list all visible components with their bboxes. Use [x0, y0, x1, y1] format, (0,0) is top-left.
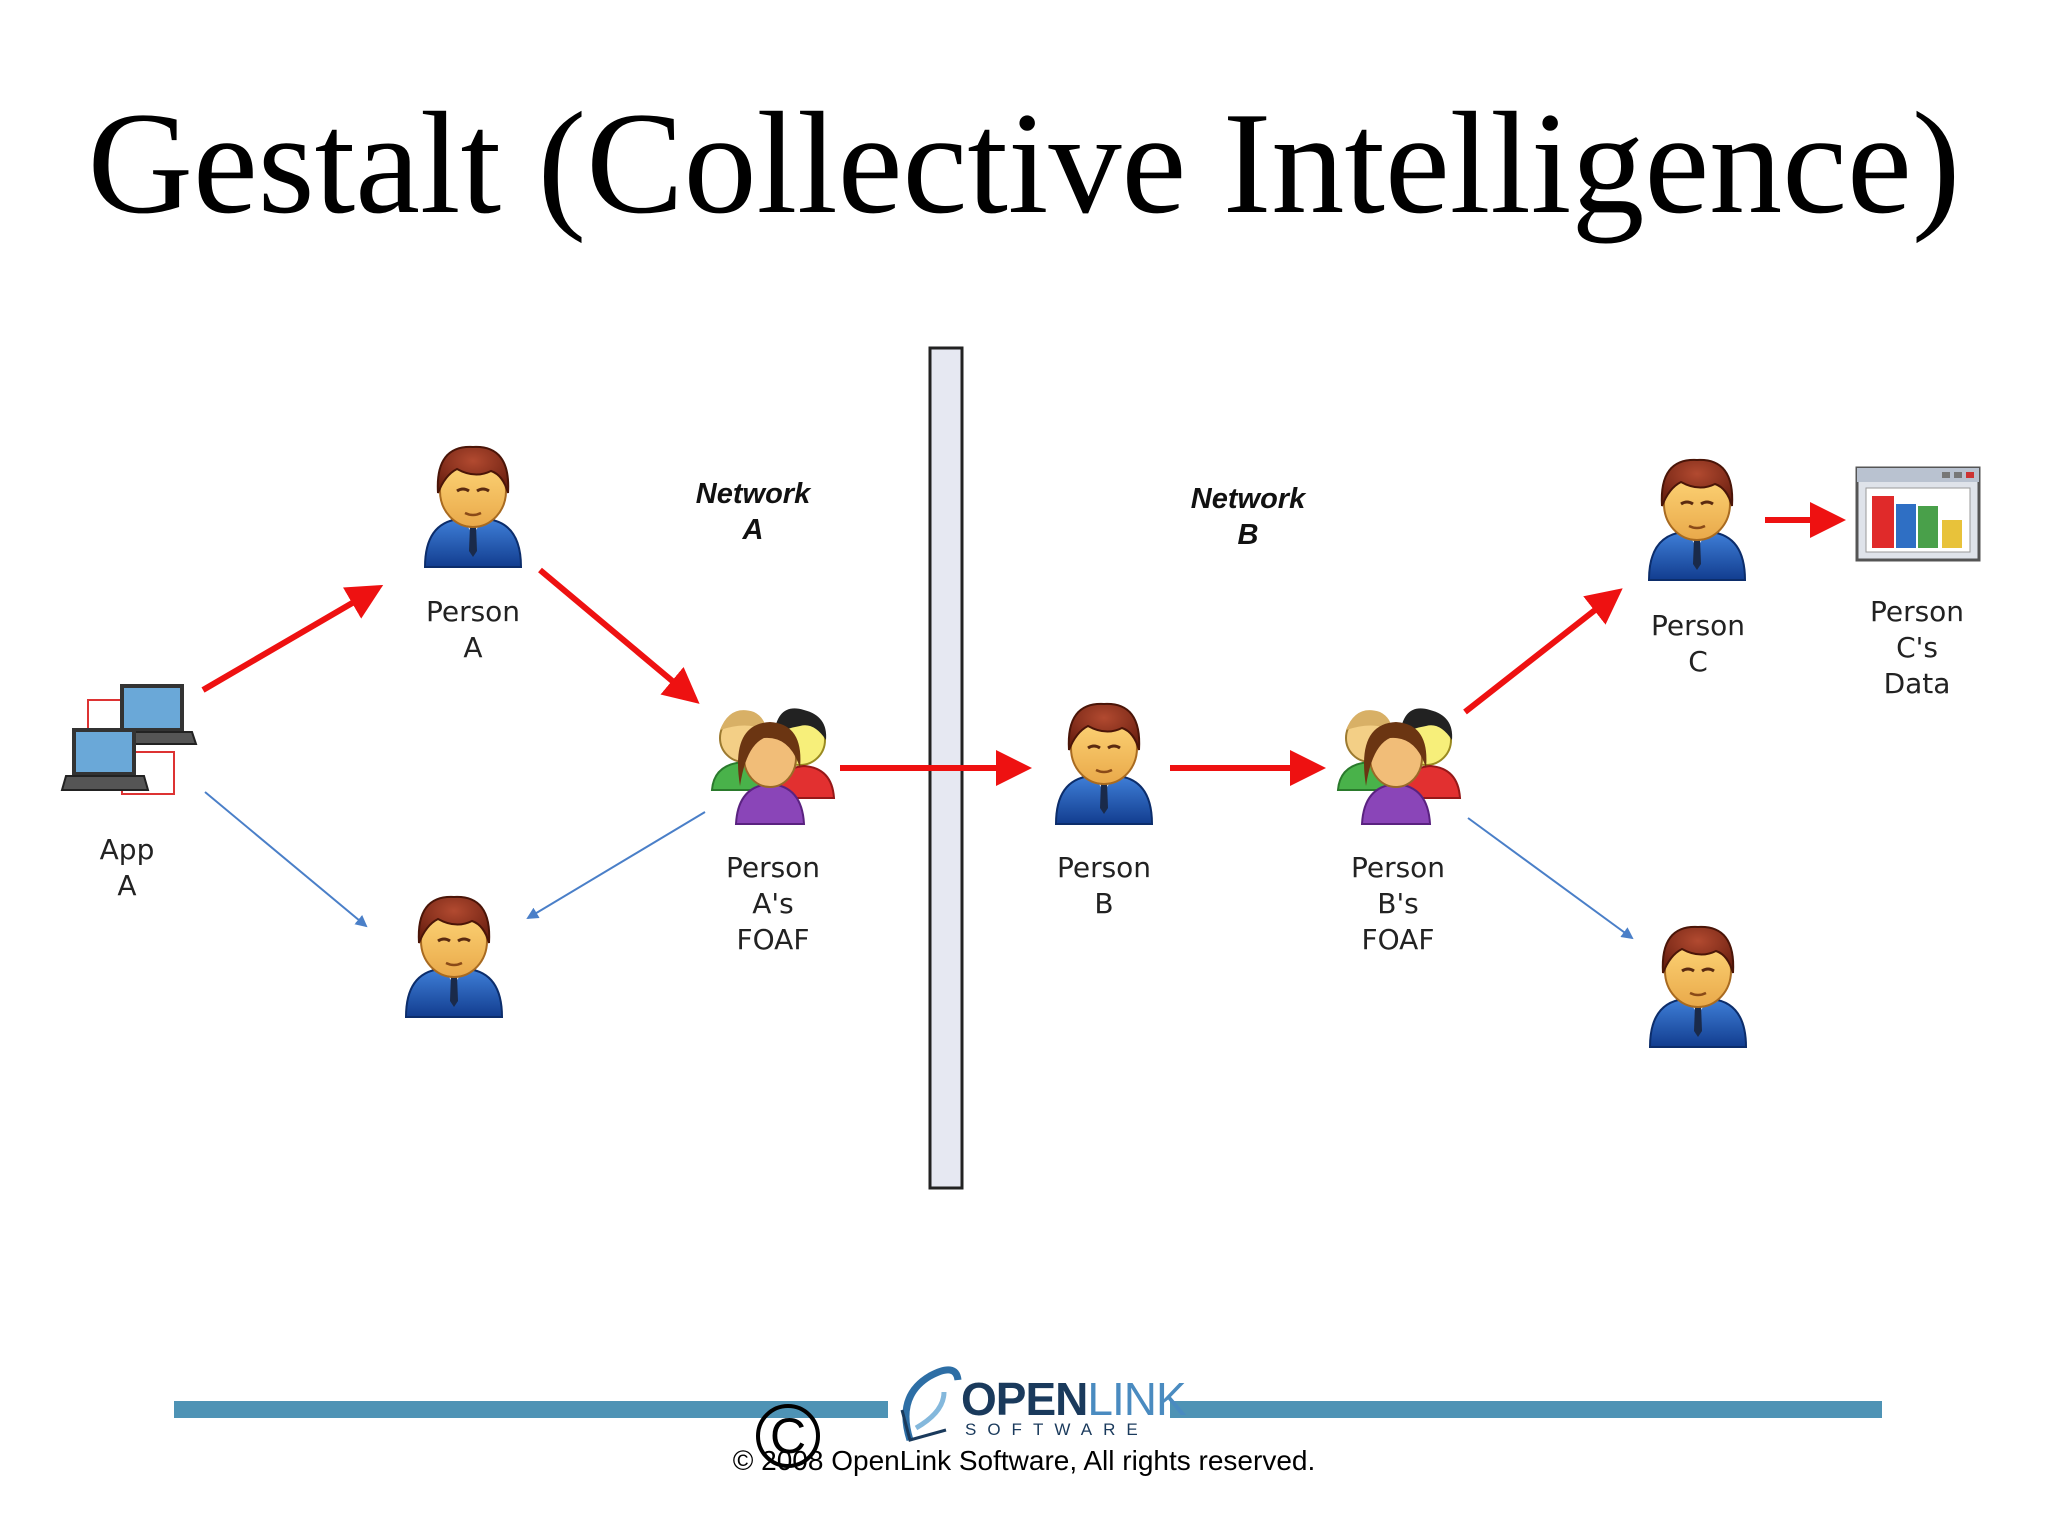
edge-person-a-to-foaf — [538, 567, 700, 704]
svg-text:C: C — [770, 1408, 806, 1464]
person-a-foaf-icon — [711, 707, 835, 825]
person-d-icon — [404, 895, 504, 1019]
network-b-label: Network B — [1190, 483, 1306, 551]
person-a-icon — [423, 445, 523, 569]
person-a-foaf-label: Person A's FOAF — [725, 851, 821, 956]
app-a-icon — [60, 684, 198, 795]
edge-app-to-person-a — [201, 584, 384, 693]
person-b-icon — [1054, 702, 1154, 826]
logo-software-text: SOFTWARE — [965, 1420, 1149, 1439]
person-a-label: Person A — [425, 595, 521, 664]
footer-bar-left — [174, 1401, 888, 1418]
edge-foaf-b-to-person-c — [1463, 588, 1623, 715]
logo-open-text: OPEN — [961, 1373, 1088, 1425]
person-c-label: Person C — [1650, 609, 1746, 678]
person-c-data-icon — [1855, 466, 1981, 562]
footer-bar-right — [1170, 1401, 1882, 1418]
edge-foaf-b-to-person-e — [1467, 817, 1634, 940]
slide-title: Gestalt (Collective Intelligence) — [87, 82, 1961, 244]
network-a-label: Network A — [695, 478, 811, 546]
person-b-foaf-icon — [1337, 707, 1461, 825]
person-b-foaf-label: Person B's FOAF — [1350, 851, 1446, 956]
person-e-icon — [1648, 925, 1748, 1049]
copyright-text: © 2008 OpenLink Software, All rights res… — [732, 1445, 1316, 1476]
person-c-icon — [1647, 458, 1747, 582]
edge-app-to-person-d — [204, 791, 368, 928]
openlink-logo: OPENLINK — [961, 1372, 1187, 1426]
person-b-label: Person B — [1056, 851, 1152, 920]
copyright-circle-icon: C — [756, 1404, 820, 1468]
person-c-data-label: Person C's Data — [1869, 595, 1965, 700]
app-a-label: App A — [99, 833, 155, 902]
edge-foaf-a-to-person-d — [526, 811, 706, 920]
logo-link-text: LINK — [1087, 1373, 1186, 1425]
openlink-logo-icon — [900, 1366, 962, 1442]
